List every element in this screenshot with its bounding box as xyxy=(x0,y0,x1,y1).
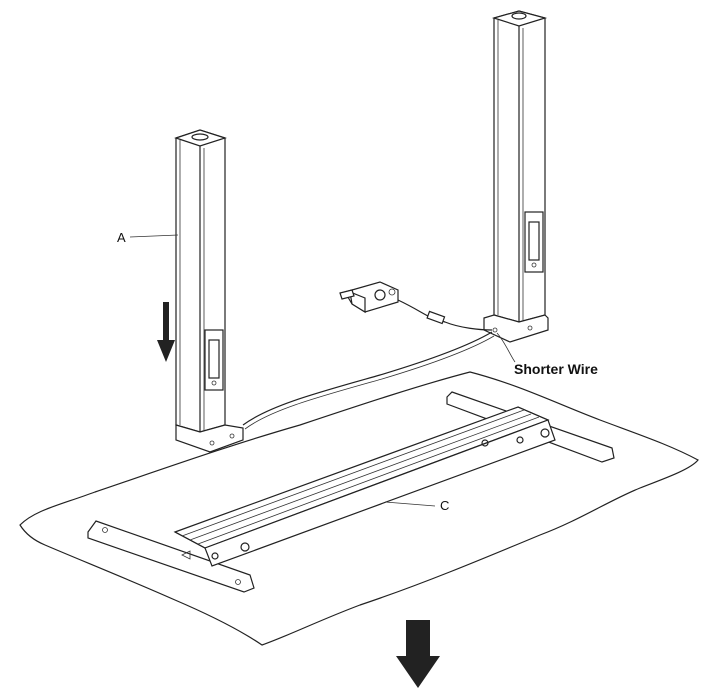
label-shorter-wire: Shorter Wire xyxy=(514,361,598,377)
leg-b xyxy=(483,10,549,343)
frame-bolt xyxy=(240,542,250,552)
long-wire-2 xyxy=(244,335,495,430)
foot-hole xyxy=(235,579,241,585)
short-wire xyxy=(397,299,493,331)
rail-lines xyxy=(181,409,540,545)
frame-bolt xyxy=(211,552,219,560)
foot-hole xyxy=(102,527,108,533)
leg-a xyxy=(174,129,244,453)
wire-connector xyxy=(426,310,446,325)
control-box xyxy=(339,281,399,314)
label-a: A xyxy=(117,230,126,245)
rail-front xyxy=(204,419,556,567)
frame-bolt xyxy=(481,439,489,447)
down-arrow-icon xyxy=(157,302,175,362)
leader-c xyxy=(384,501,436,507)
front-foot xyxy=(87,520,255,593)
frame-bolt xyxy=(540,428,550,438)
next-step-arrow-icon xyxy=(396,620,440,688)
leader-wire xyxy=(496,332,516,363)
frame-bolt xyxy=(516,436,524,444)
long-wire xyxy=(242,331,493,426)
arrow-mark xyxy=(181,550,191,560)
label-c: C xyxy=(440,498,449,513)
leader-a xyxy=(129,234,179,238)
